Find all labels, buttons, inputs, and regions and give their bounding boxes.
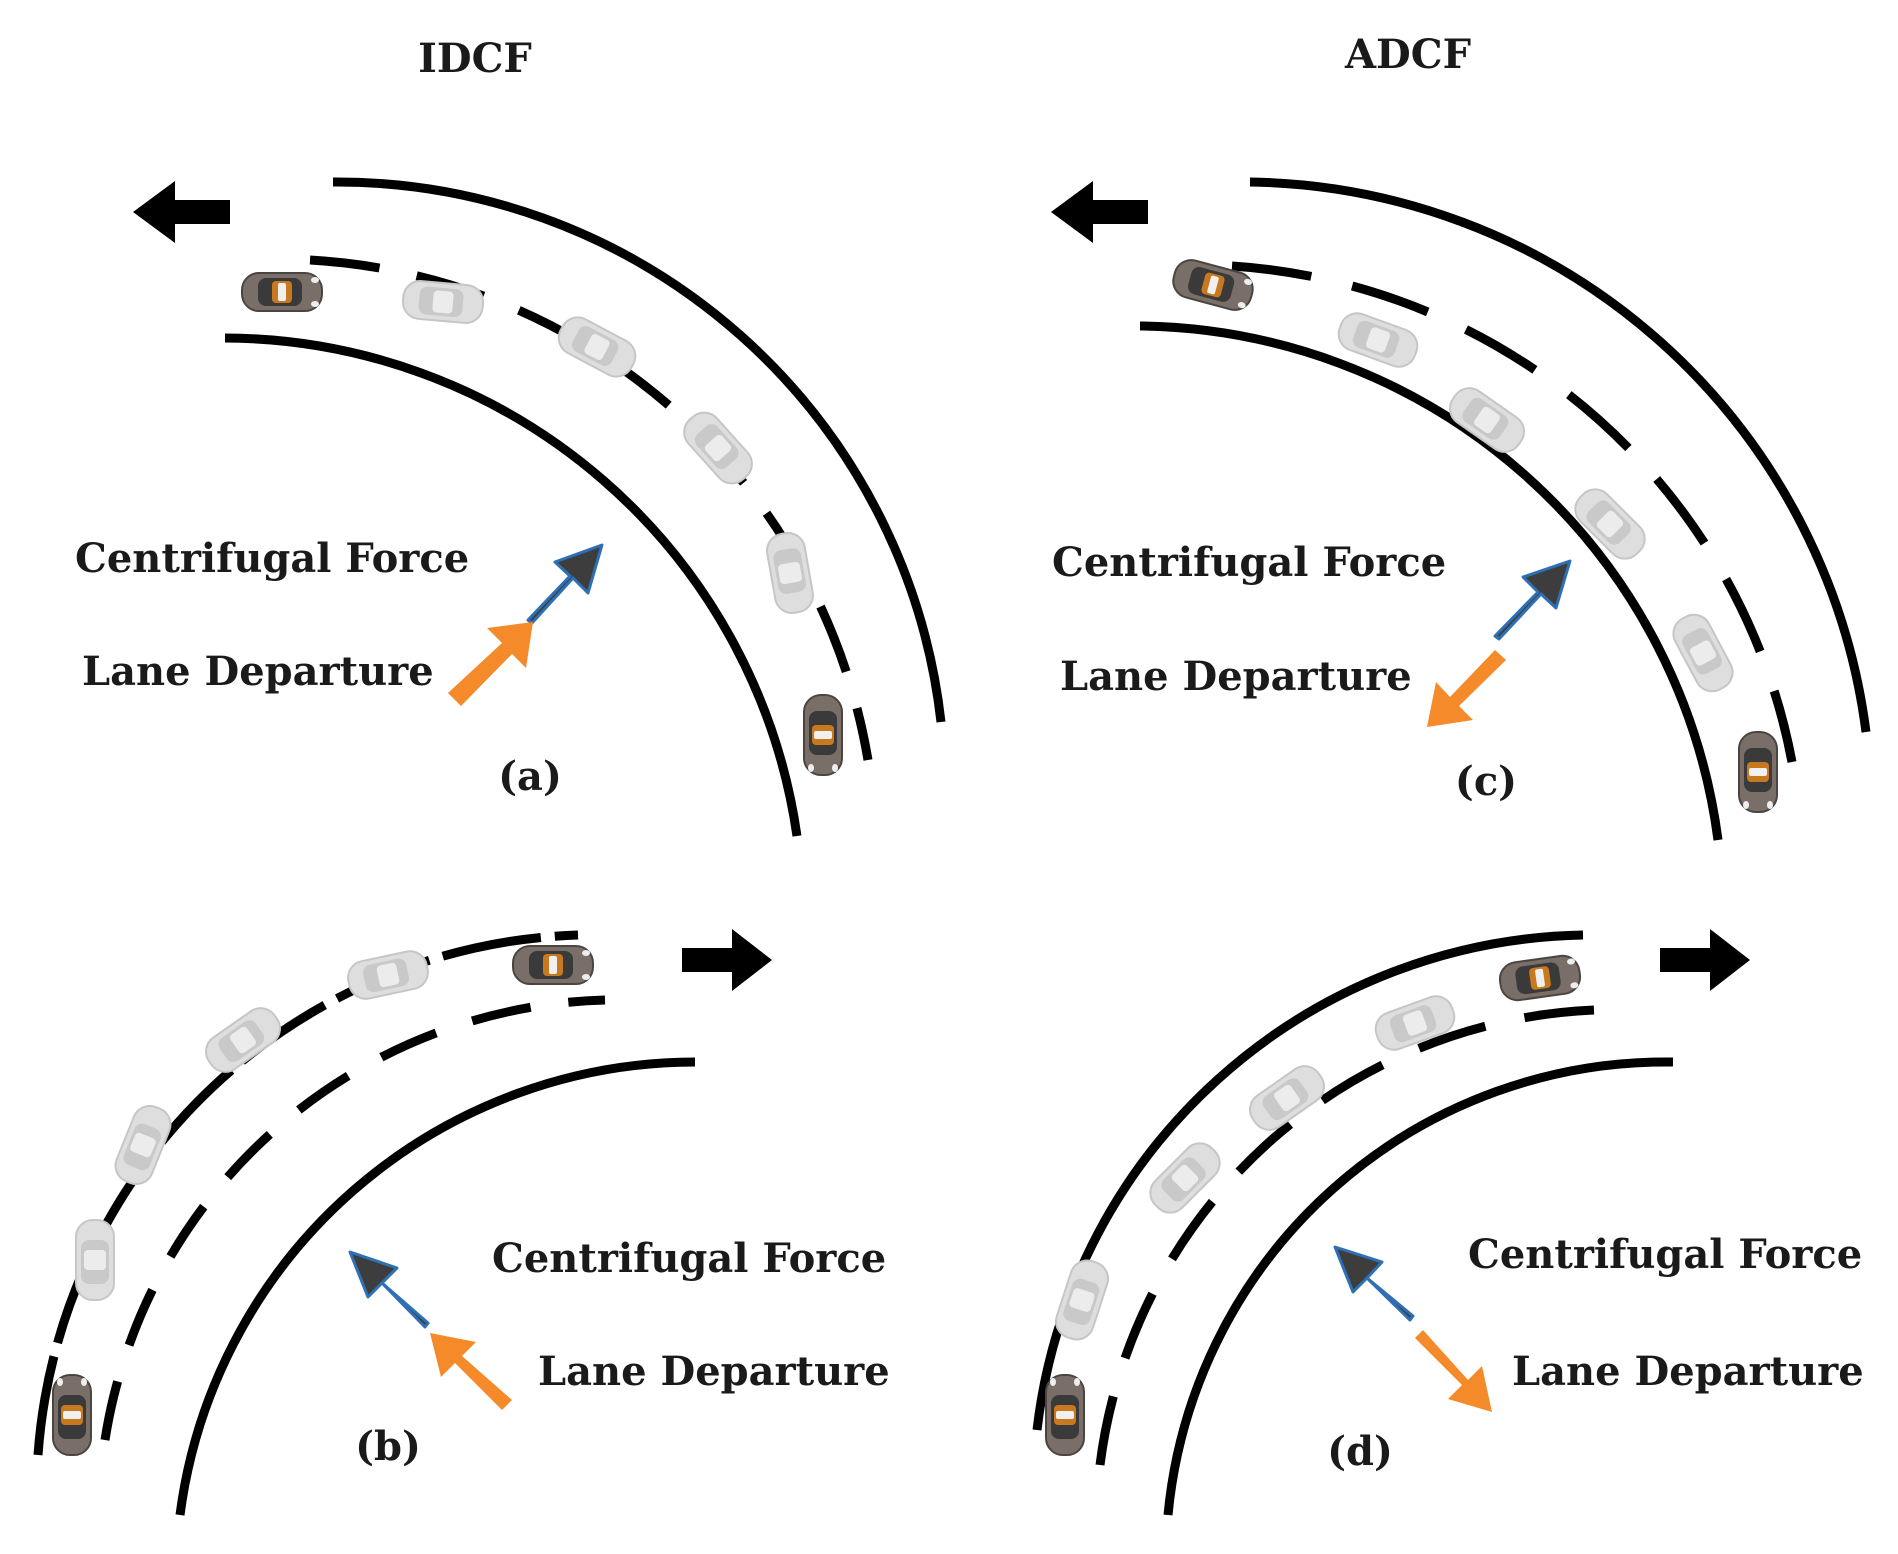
column-title-idcf: IDCF [418,35,532,82]
centrifugal-force-label-d: Centrifugal Force [1468,1231,1862,1278]
left-arrow [1051,181,1148,243]
column-title-adcf: ADCF [1344,31,1471,78]
lane-departure-label-a: Lane Departure [82,648,434,695]
car-end [803,694,843,776]
car-start [241,272,323,312]
car-end [1496,952,1584,1004]
road-edge-inner-c [1139,321,1723,841]
ghost-car [676,404,760,492]
car-end [512,945,594,985]
panel-a: Centrifugal Force Lane Departure (a) [75,177,946,837]
ghost-car [109,1099,177,1191]
centrifugal-force-arrow [348,1250,430,1329]
panel-label-c: (c) [1455,758,1517,805]
centrifugal-force-arrow [1333,1245,1415,1322]
road-edge-inner-a [224,333,802,837]
ghost-car [1369,990,1461,1056]
right-arrow [682,929,772,991]
ghost-car [400,278,486,326]
lane-departure-arrow [430,1333,512,1410]
panel-label-d: (d) [1327,1428,1393,1475]
road-edge-b [175,1057,696,1516]
panel-d: Centrifugal Force Lane Departure (d) [1032,929,1864,1516]
ghost-car [763,529,817,617]
ghost-car [1050,1255,1114,1345]
road-edge-inner-d [1163,1057,1674,1516]
lane-departure-label-b: Lane Departure [538,1348,890,1395]
road-edge-outer-d [1032,930,1584,1431]
centrifugal-force-arrow [1493,559,1572,641]
car-start [1045,1374,1085,1456]
lane-divider-b-outer [33,930,579,1456]
ghost-car [1567,481,1653,567]
lane-divider-b-inner [100,995,606,1441]
centrifugal-force-label-b: Centrifugal Force [492,1235,886,1282]
lane-divider-a [309,255,873,761]
lane-departure-arrow [448,622,533,706]
car-end [1738,731,1778,813]
panel-label-a: (a) [498,753,562,800]
centrifugal-force-arrow [526,543,604,625]
car-start [52,1374,92,1456]
road-c [1139,177,1871,841]
lane-departure-label-d: Lane Departure [1512,1348,1864,1395]
right-arrow [1660,929,1750,991]
lane-departure-label-c: Lane Departure [1060,653,1412,700]
road-edge-outer-c [1249,177,1871,733]
ghost-car [551,310,643,384]
lane-departure-arrow [1415,1330,1492,1412]
ghost-car [343,947,433,1003]
road-b [33,930,696,1516]
ghost-car [75,1219,115,1301]
road-a [224,177,946,837]
lane-divider-d [1095,1005,1596,1466]
panel-b: Centrifugal Force Lane Departure (b) [33,929,890,1516]
road-edge-outer-a [332,177,946,723]
ghost-car [198,1000,288,1080]
panel-label-b: (b) [355,1423,421,1470]
lane-divider-c [1231,261,1797,763]
centrifugal-force-label-c: Centrifugal Force [1052,539,1446,586]
centrifugal-force-label-a: Centrifugal Force [75,535,469,582]
left-arrow [133,181,230,243]
panel-c: Centrifugal Force Lane Departure (c) [1051,177,1871,841]
lane-departure-arrow [1427,650,1506,727]
